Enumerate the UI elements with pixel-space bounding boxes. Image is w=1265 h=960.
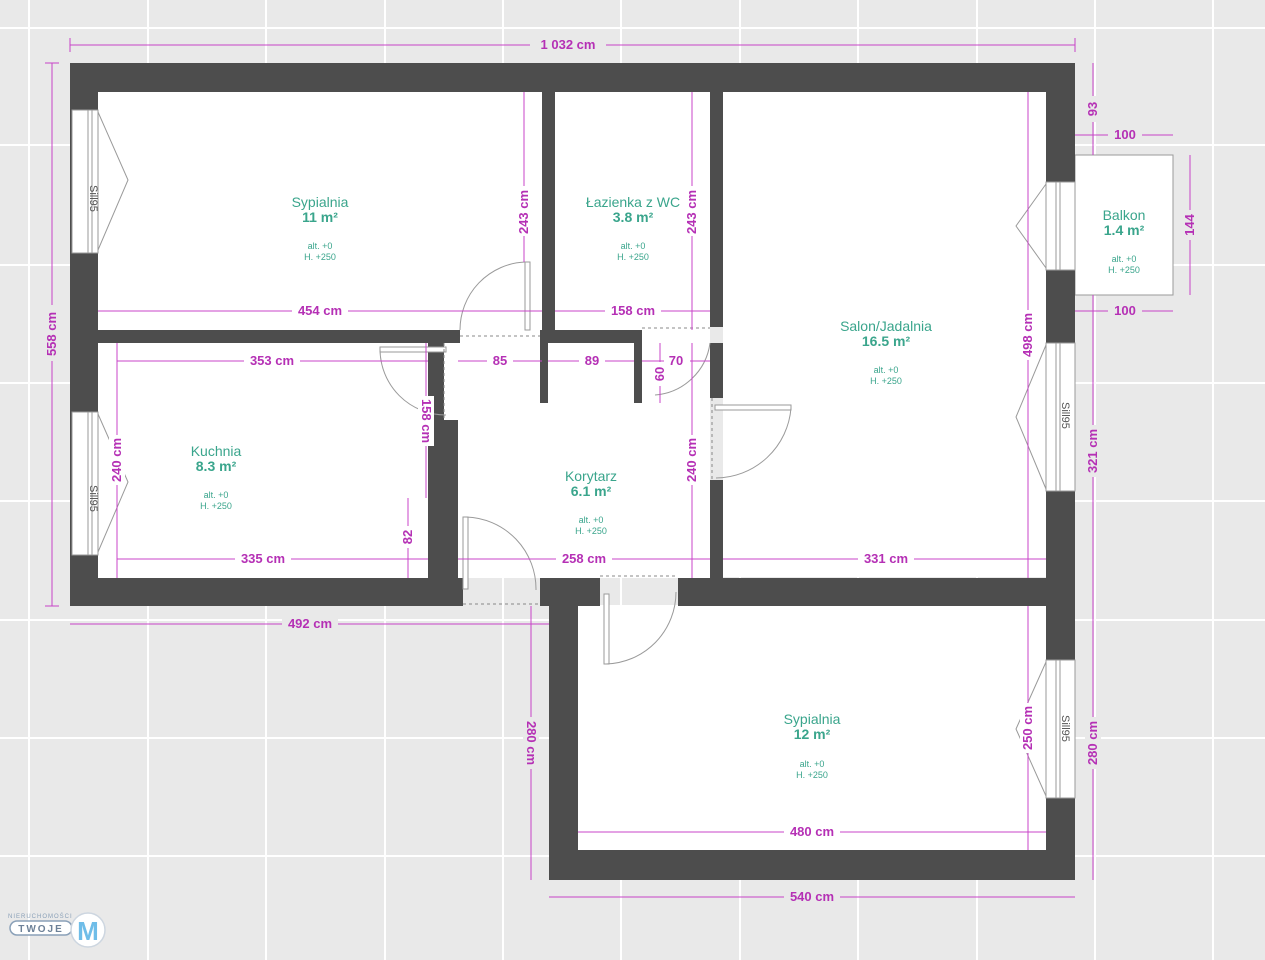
room-label-bedroom-1: Sypialnia 11 m² alt. +0 H. +250 (292, 194, 349, 262)
room-label-balcony: Balkon 1.4 m² alt. +0 H. +250 (1103, 207, 1146, 275)
sill-label: Sill95 (87, 185, 99, 212)
door-swing (715, 407, 792, 479)
room-alt: alt. +0 (800, 759, 825, 769)
room-height: H. +250 (575, 526, 607, 536)
door-leaf (379, 346, 447, 353)
room-name: Balkon (1103, 207, 1146, 223)
sill-label: Sill95 (1059, 715, 1071, 742)
brand-logo: NIERUCHOMOŚCI TWOJE M (8, 912, 106, 948)
dim-balcony-height: 144 (1182, 213, 1197, 235)
dim-balcony-top: 100 (1114, 127, 1136, 142)
dim-right-outer-mid: 321 cm (1085, 429, 1100, 473)
door-swing (465, 516, 537, 591)
room-alt: alt. +0 (874, 365, 899, 375)
door-leaf (462, 516, 469, 590)
door-leaf (603, 593, 610, 665)
dim-corr-85: 85 (493, 353, 507, 368)
dim-total-width: 1 032 cm (541, 37, 596, 52)
room-area: 16.5 m² (862, 333, 911, 349)
dim-bath-height: 243 cm (684, 190, 699, 234)
dim-corr-width: 258 cm (562, 551, 606, 566)
door-swing (605, 591, 677, 665)
logo-letter: M (77, 916, 99, 946)
door-leaf (714, 404, 792, 411)
room-label-corridor: Korytarz 6.1 m² alt. +0 H. +250 (565, 468, 617, 536)
room-height: H. +250 (304, 252, 336, 262)
room-area: 11 m² (302, 209, 338, 225)
room-height: H. +250 (870, 376, 902, 386)
window-kitchen (71, 411, 99, 556)
dim-bed1-width: 454 cm (298, 303, 342, 318)
room-height: H. +250 (796, 770, 828, 780)
room-height: H. +250 (200, 501, 232, 511)
dim-corr-89: 89 (585, 353, 599, 368)
dim-balcony-top-gap: 93 (1085, 102, 1100, 116)
room-height: H. +250 (617, 252, 649, 262)
room-name: Salon/Jadalnia (840, 318, 932, 334)
dim-salon-width: 331 cm (864, 551, 908, 566)
dim-bed2-inner-height: 250 cm (1020, 706, 1035, 750)
room-name: Łazienka z WC (586, 194, 680, 210)
room-alt: alt. +0 (308, 241, 333, 251)
room-area: 3.8 m² (613, 209, 654, 225)
windows (71, 109, 1076, 799)
dim-kitchen-82: 82 (400, 530, 415, 544)
room-name: Korytarz (565, 468, 617, 484)
room-name: Kuchnia (191, 443, 242, 459)
window-bedroom1 (71, 109, 99, 254)
door-leaf (524, 261, 531, 331)
dim-total-height: 558 cm (44, 312, 59, 356)
dim-corr-60: 60 (652, 367, 667, 381)
dim-kitchen-height: 240 cm (109, 438, 124, 482)
dim-corr-70: 70 (669, 353, 683, 368)
logo-top-text: NIERUCHOMOŚCI (8, 912, 73, 920)
dimension-labels: 1 032 cm 558 cm 454 cm 243 cm 158 cm 243… (44, 37, 1198, 905)
sill-label: Sill95 (87, 485, 99, 512)
dim-kitchen-side: 158 cm (419, 399, 434, 443)
dim-bed2-inner-width: 480 cm (790, 824, 834, 839)
dim-bed2-outer-width: 540 cm (790, 889, 834, 904)
logo-circle (70, 912, 106, 948)
dim-bed1-height: 243 cm (516, 190, 531, 234)
room-alt: alt. +0 (579, 515, 604, 525)
room-label-bathroom: Łazienka z WC 3.8 m² alt. +0 H. +250 (586, 194, 680, 262)
dim-kitchen-top: 353 cm (250, 353, 294, 368)
room-label-kitchen: Kuchnia 8.3 m² alt. +0 H. +250 (191, 443, 242, 511)
room-alt: alt. +0 (1112, 254, 1137, 264)
room-area: 1.4 m² (1104, 222, 1145, 238)
sill-labels: Sill95 Sill95 Sill95 Sill95 (87, 185, 1071, 742)
dim-balcony-bottom: 100 (1114, 303, 1136, 318)
dim-bed2-outer-height: 280 cm (524, 721, 539, 765)
dim-kitchen-bottom: 335 cm (241, 551, 285, 566)
dim-salon-height: 498 cm (1020, 313, 1035, 357)
dim-left-bottom: 492 cm (288, 616, 332, 631)
logo-main-text: TWOJE (18, 924, 64, 935)
room-name: Sypialnia (784, 711, 841, 727)
dim-bed2-right-outer: 280 cm (1085, 721, 1100, 765)
room-label-salon: Salon/Jadalnia 16.5 m² alt. +0 H. +250 (840, 318, 932, 386)
sill-label: Sill95 (1059, 402, 1071, 429)
dim-bath-width: 158 cm (611, 303, 655, 318)
walls (70, 63, 1075, 880)
room-area: 8.3 m² (196, 458, 237, 474)
room-height: H. +250 (1108, 265, 1140, 275)
room-alt: alt. +0 (204, 490, 229, 500)
room-area: 6.1 m² (571, 483, 612, 499)
room-area: 12 m² (794, 726, 831, 742)
dim-corr-height: 240 cm (684, 438, 699, 482)
door-swing (459, 261, 526, 331)
room-name: Sypialnia (292, 194, 349, 210)
room-alt: alt. +0 (621, 241, 646, 251)
room-label-bedroom-2: Sypialnia 12 m² alt. +0 H. +250 (784, 711, 841, 780)
